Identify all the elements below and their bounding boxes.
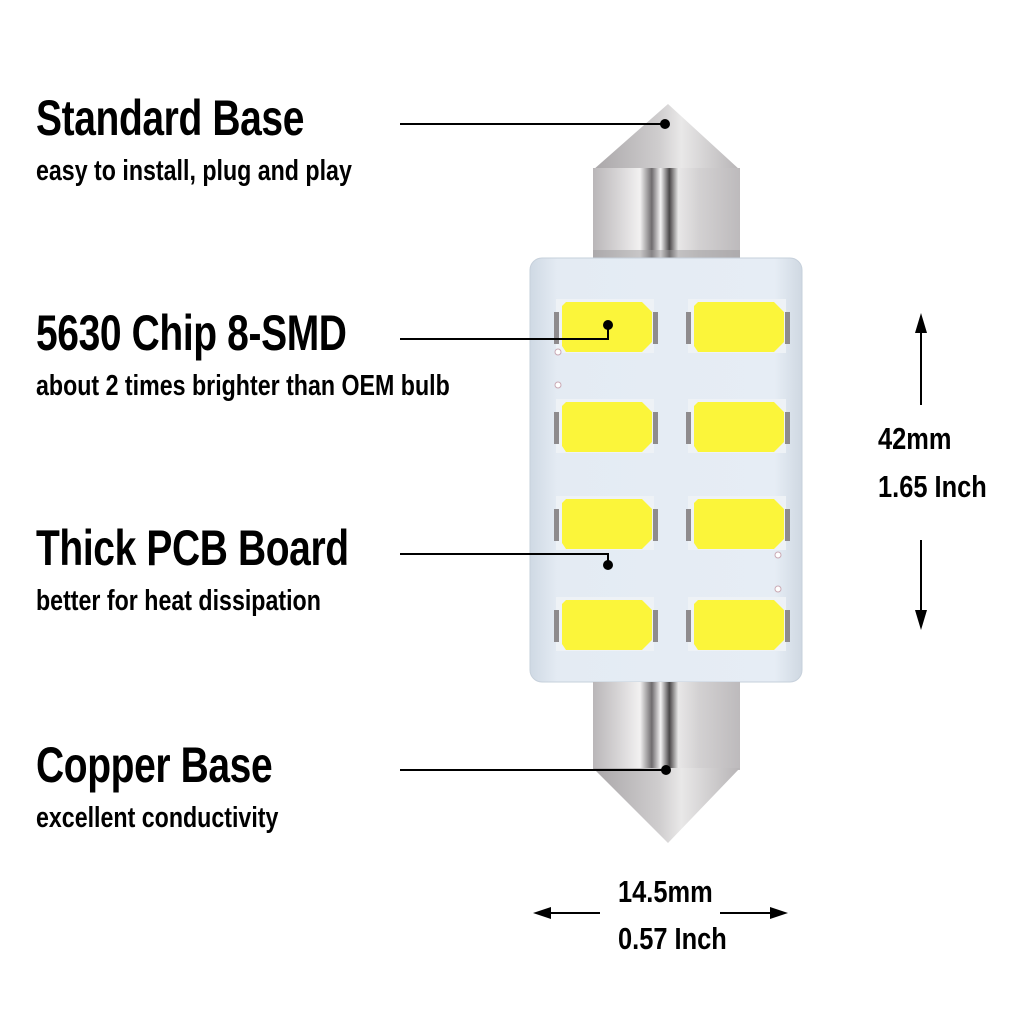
led-chip	[686, 399, 790, 453]
led-chip	[554, 597, 658, 651]
feature-title: Thick PCB Board	[36, 520, 349, 576]
feature-description: excellent conductivity	[36, 802, 279, 834]
callout-dot	[603, 560, 613, 570]
feature-title: Standard Base	[36, 90, 305, 146]
led-chip	[554, 496, 658, 550]
callout-dot	[661, 765, 671, 775]
feature-standard-base: Standard Base easy to install, plug and …	[36, 90, 431, 188]
arrow-down-icon	[915, 610, 927, 630]
length-arrows	[915, 313, 927, 630]
feature-5630-chip: 5630 Chip 8-SMD about 2 times brighter t…	[36, 305, 553, 403]
callout-dot	[603, 320, 613, 330]
led-chip	[686, 496, 790, 550]
feature-title: Copper Base	[36, 737, 273, 793]
feature-description: better for heat dissipation	[36, 585, 321, 617]
arrow-left-icon	[533, 907, 551, 919]
led-chip	[554, 399, 658, 453]
standard-base-top	[593, 104, 740, 260]
length-metric: 42mm	[878, 421, 952, 456]
led-chips	[554, 299, 790, 651]
led-chip	[686, 597, 790, 651]
feature-title: 5630 Chip 8-SMD	[36, 305, 347, 361]
feature-thick-pcb: Thick PCB Board better for heat dissipat…	[36, 520, 437, 618]
feature-description: about 2 times brighter than OEM bulb	[36, 370, 450, 402]
arrow-up-icon	[915, 313, 927, 333]
width-arrows	[533, 907, 788, 919]
width-imperial: 0.57 Inch	[618, 921, 727, 956]
feature-description: easy to install, plug and play	[36, 155, 352, 187]
led-chip	[686, 299, 790, 353]
copper-base-bottom	[593, 682, 740, 843]
feature-copper-base: Copper Base excellent conductivity	[36, 737, 339, 835]
callout-dot	[660, 119, 670, 129]
width-metric: 14.5mm	[618, 874, 713, 909]
length-imperial: 1.65 Inch	[878, 469, 987, 504]
arrow-right-icon	[770, 907, 788, 919]
